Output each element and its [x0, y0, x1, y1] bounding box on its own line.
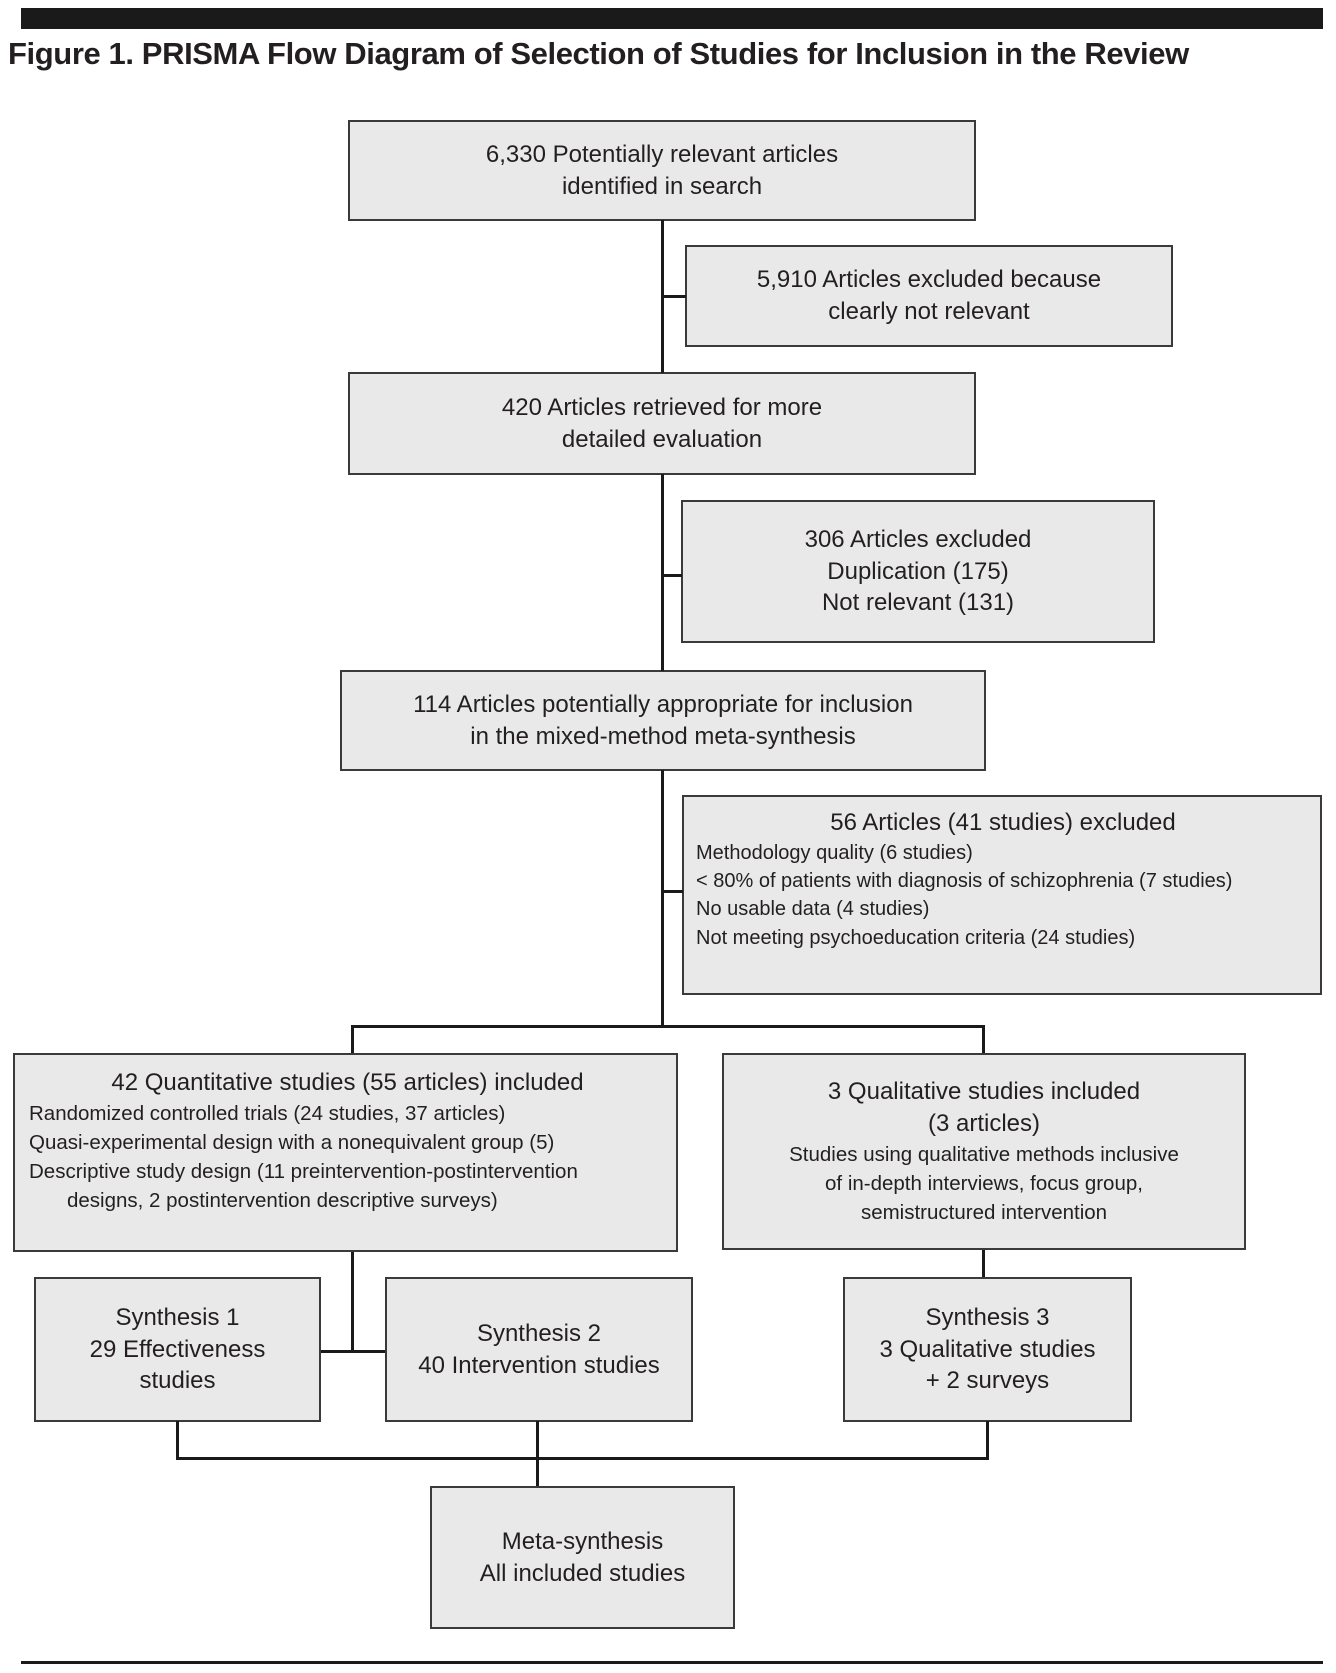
- box-text-line: 6,330 Potentially relevant articles: [485, 140, 839, 168]
- connector-appropriate-to-split: [661, 770, 664, 1027]
- box-detail-line: designs, 2 postintervention descriptive …: [67, 1189, 498, 1212]
- connector-synthesis3-drop: [986, 1421, 989, 1459]
- connector-branch-excluded-duplication: [661, 574, 682, 577]
- box-text-line: Duplication (175): [827, 557, 1009, 585]
- box-detail-line: Randomized controlled trials (24 studies…: [29, 1101, 506, 1125]
- connector-branch-excluded-not-relevant: [661, 295, 686, 298]
- box-title-line: 3 Qualitative studies included: [827, 1078, 1141, 1106]
- box-text-line: 306 Articles excluded: [804, 525, 1032, 553]
- connector-synthesis2-to-meta: [536, 1421, 539, 1486]
- box-text-line: detailed evaluation: [561, 425, 763, 453]
- box-text-line: Not relevant (131): [821, 589, 1015, 617]
- connector-split-horizontal: [351, 1025, 985, 1028]
- connector-gather-horizontal: [176, 1457, 989, 1460]
- box-text-line: clearly not relevant: [828, 298, 1030, 325]
- connector-synthesis1-drop: [176, 1421, 179, 1459]
- connector-synthesis1-synthesis2: [321, 1350, 385, 1353]
- box-title-line: 56 Articles (41 studies) excluded: [830, 809, 1176, 836]
- box-text-line: 3 Qualitative studies: [879, 1335, 1096, 1363]
- box-text-line: Synthesis 2: [476, 1319, 602, 1347]
- box-detail-line: Descriptive study design (11 preinterven…: [29, 1159, 578, 1183]
- box-text-line: Synthesis 3: [925, 1303, 1050, 1331]
- box-retrieved: 420 Articles retrieved for more detailed…: [348, 372, 976, 475]
- box-text-line: identified in search: [561, 172, 763, 200]
- box-detail-line: semistructured intervention: [860, 1200, 1108, 1224]
- connector-split-to-quantitative: [351, 1025, 354, 1053]
- connector-retrieved-to-appropriate: [661, 474, 664, 671]
- box-meta-synthesis: Meta-synthesis All included studies: [430, 1486, 735, 1629]
- box-title-line: 42 Quantitative studies (55 articles) in…: [111, 1069, 584, 1096]
- connector-split-to-qualitative: [982, 1025, 985, 1053]
- connector-quantitative-to-syntheses: [351, 1252, 354, 1352]
- box-excluded-criteria: 56 Articles (41 studies) excluded Method…: [682, 795, 1322, 995]
- box-title-line: (3 articles): [927, 1109, 1041, 1137]
- box-detail-line: Not meeting psychoeducation criteria (24…: [696, 926, 1136, 949]
- box-detail-line: < 80% of patients with diagnosis of schi…: [696, 870, 1233, 893]
- box-text-line: 40 Intervention studies: [418, 1351, 660, 1379]
- box-synthesis-3: Synthesis 3 3 Qualitative studies + 2 su…: [843, 1277, 1132, 1422]
- box-detail-line: No usable data (4 studies): [696, 898, 930, 921]
- box-identified: 6,330 Potentially relevant articles iden…: [348, 120, 976, 221]
- box-text-line: 29 Effectiveness: [89, 1335, 266, 1363]
- box-text-line: All included studies: [479, 1559, 686, 1587]
- box-qualitative-included: 3 Qualitative studies included (3 articl…: [722, 1053, 1246, 1250]
- box-text-line: in the mixed-method meta-synthesis: [470, 722, 856, 750]
- title-top-rule: [21, 8, 1323, 29]
- box-detail-line: Quasi-experimental design with a nonequi…: [29, 1130, 555, 1154]
- box-detail-line: Studies using qualitative methods inclus…: [789, 1142, 1179, 1166]
- connector-branch-excluded-criteria: [661, 890, 683, 893]
- box-detail-line: Methodology quality (6 studies): [696, 841, 973, 864]
- figure-title: Figure 1. PRISMA Flow Diagram of Selecti…: [8, 36, 1189, 71]
- box-text-line: Synthesis 1: [115, 1303, 240, 1331]
- box-synthesis-1: Synthesis 1 29 Effectiveness studies: [34, 1277, 321, 1422]
- box-excluded-duplication: 306 Articles excluded Duplication (175) …: [681, 500, 1155, 643]
- figure-bottom-rule: [21, 1661, 1323, 1664]
- box-text-line: studies: [139, 1367, 216, 1395]
- box-quantitative-included: 42 Quantitative studies (55 articles) in…: [13, 1053, 678, 1252]
- box-text-line: + 2 surveys: [925, 1367, 1050, 1395]
- box-potentially-appropriate: 114 Articles potentially appropriate for…: [340, 670, 986, 771]
- box-detail-line: of in-depth interviews, focus group,: [825, 1171, 1143, 1195]
- box-text-line: 114 Articles potentially appropriate for…: [413, 690, 913, 718]
- connector-qualitative-to-synthesis3: [982, 1250, 985, 1277]
- box-text-line: Meta-synthesis: [501, 1527, 664, 1555]
- box-text-line: 5,910 Articles excluded because: [756, 266, 1102, 294]
- box-synthesis-2: Synthesis 2 40 Intervention studies: [385, 1277, 693, 1422]
- box-excluded-not-relevant: 5,910 Articles excluded because clearly …: [685, 245, 1173, 347]
- box-text-line: 420 Articles retrieved for more: [501, 393, 823, 421]
